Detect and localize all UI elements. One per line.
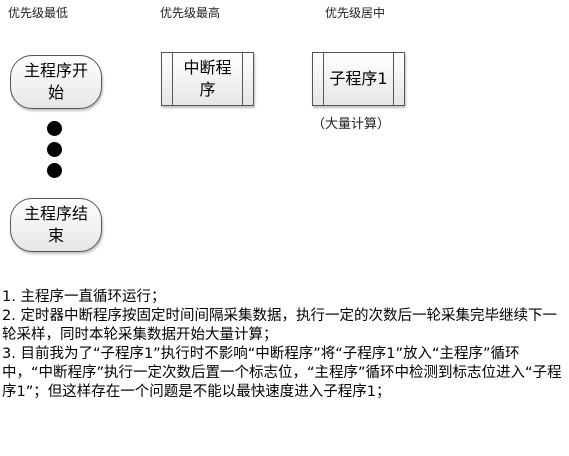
interrupt-routine-line2: 序 <box>199 80 216 99</box>
subroutine1-label: 子程序1 <box>329 69 388 88</box>
interrupt-routine-text: 中断程 序 <box>183 57 231 101</box>
main-program-start-text: 主程序开 始 <box>24 60 88 104</box>
priority-label-middle: 优先级居中 <box>325 6 386 20</box>
priority-label-lowest: 优先级最低 <box>8 6 69 20</box>
interrupt-routine-line1: 中断程 <box>183 58 232 77</box>
priority-label-highest: 优先级最高 <box>160 6 221 20</box>
description-item-2: 2. 定时器中断程序按固定时间间隔采集数据，执行一定的次数后一轮采集完毕继续下一… <box>2 308 557 343</box>
continuation-dot <box>47 142 62 157</box>
subroutine1-node: 子程序1 <box>312 52 405 106</box>
main-program-start-line2: 始 <box>47 83 64 102</box>
interrupt-routine-node: 中断程 序 <box>161 52 254 106</box>
priority-diagram: 优先级最低 优先级最高 优先级居中 主程序开 始 主程序结 束 中断程 序 子程… <box>8 6 405 252</box>
description-item-1: 1. 主程序一直循环运行； <box>2 289 166 305</box>
main-program-end-line1: 主程序结 <box>23 204 88 223</box>
main-program-end-line2: 束 <box>47 226 64 245</box>
main-program-end-node: 主程序结 束 <box>10 198 102 252</box>
continuation-dot <box>47 163 62 178</box>
main-program-end-text: 主程序结 束 <box>24 203 88 247</box>
main-program-start-node: 主程序开 始 <box>10 55 102 109</box>
continuation-dot <box>47 121 62 136</box>
main-program-start-line1: 主程序开 <box>23 61 88 80</box>
description-block: 1. 主程序一直循环运行； 2. 定时器中断程序按固定时间间隔采集数据，执行一定… <box>2 288 567 402</box>
subroutine1-note: （大量计算） <box>312 117 391 132</box>
description-item-3: 3. 目前我为了“子程序1”执行时不影响“中断程序”将“子程序1”放入“主程序”… <box>2 346 562 400</box>
